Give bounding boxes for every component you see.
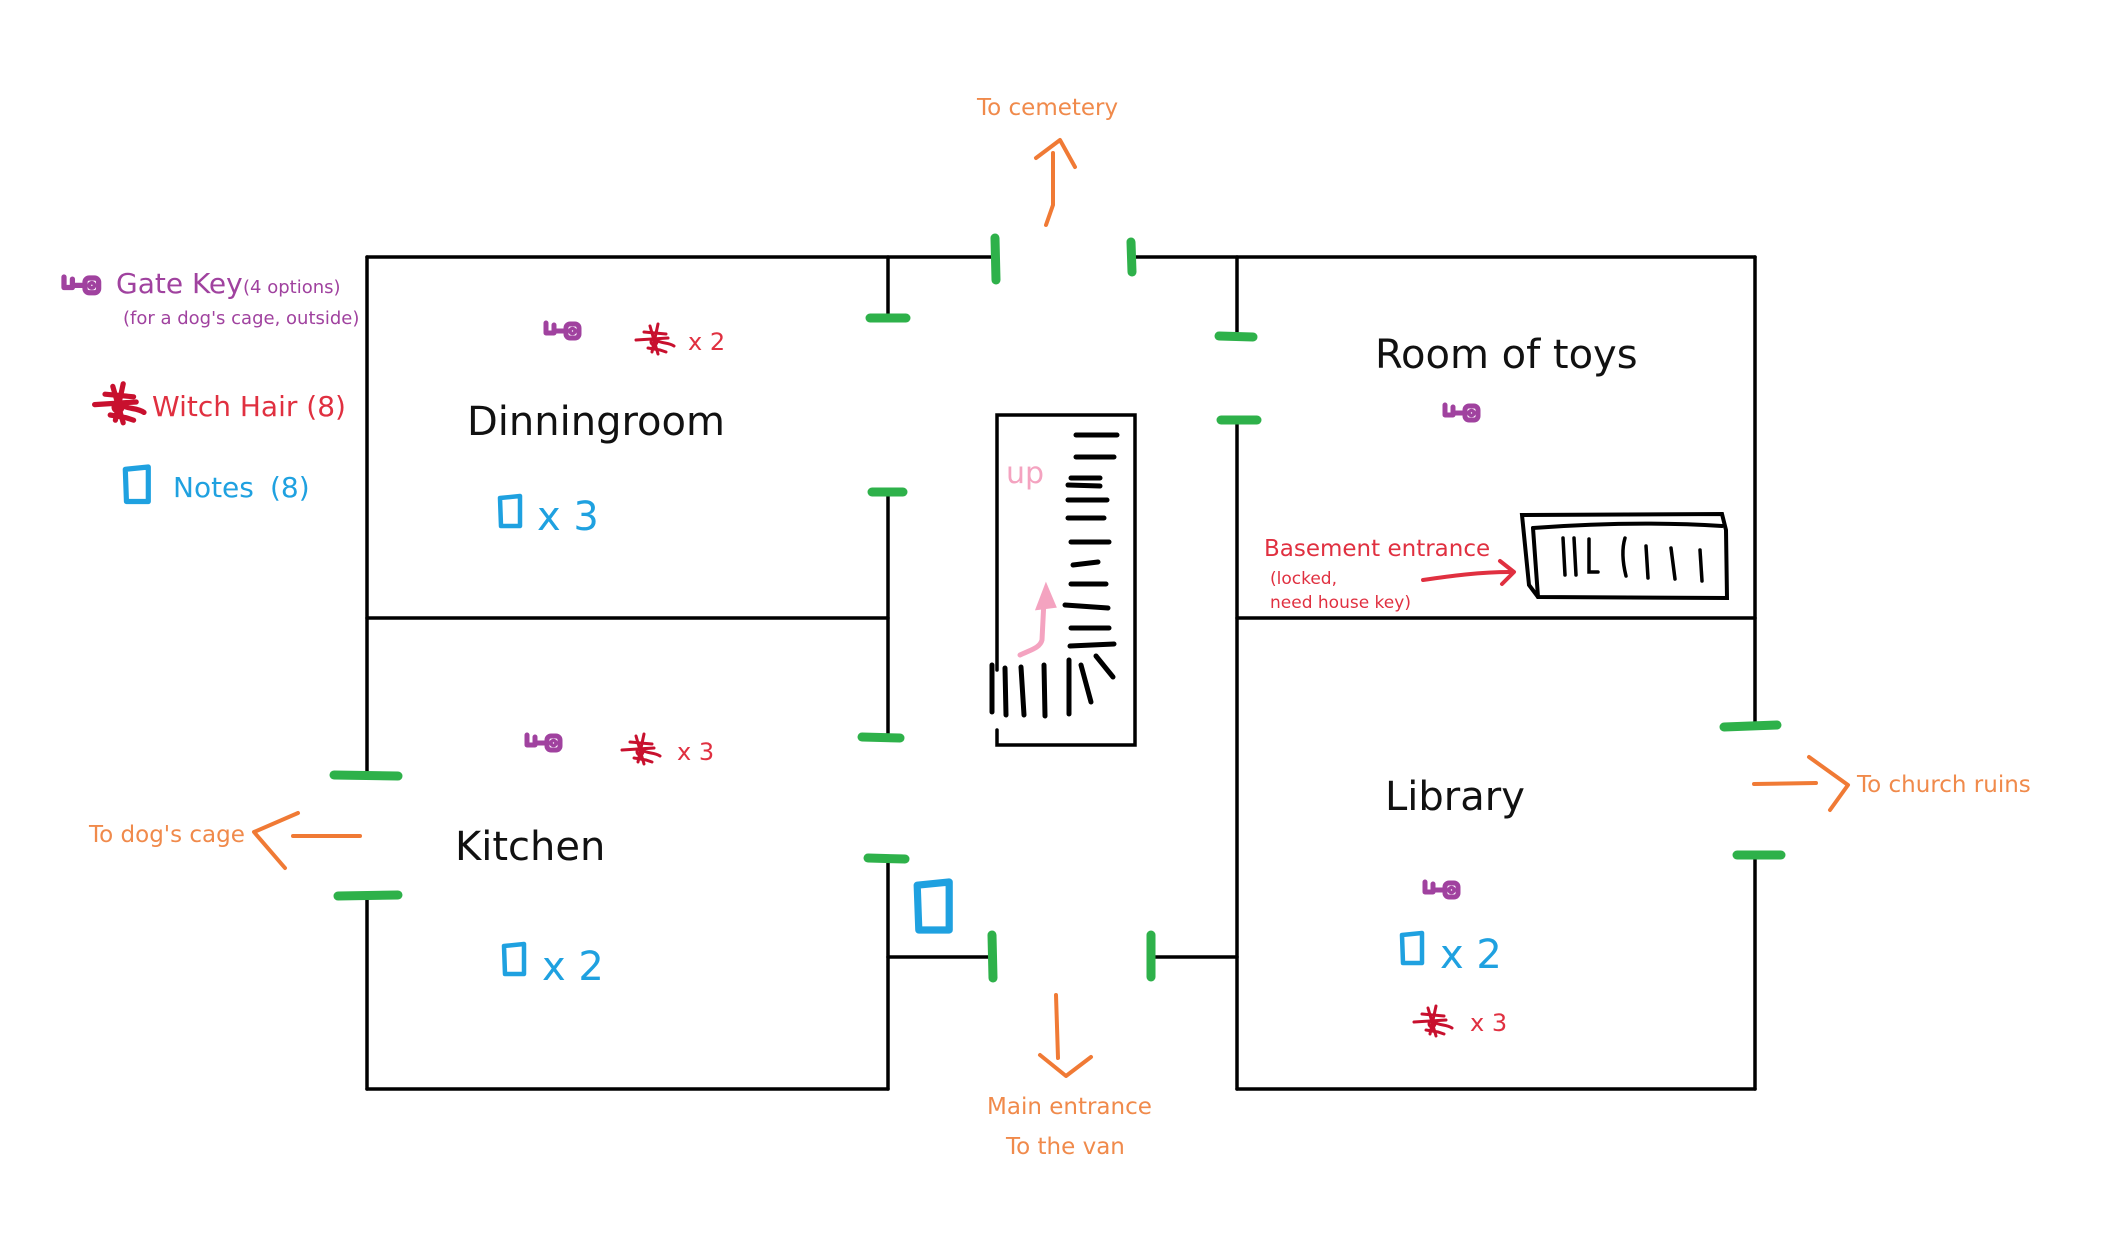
stair-steps <box>989 432 1120 719</box>
room-kitchen: Kitchen x 3 x 2 <box>455 732 714 990</box>
room-label-toys: Room of toys <box>1375 332 1638 378</box>
exit-label-to-the-van: To the van <box>1005 1134 1125 1160</box>
arrow-down-head <box>1038 1053 1093 1078</box>
room-label-dinningroom: Dinningroom <box>467 399 725 445</box>
door-kitchen-bottom <box>863 853 910 864</box>
key-icon <box>1445 405 1478 420</box>
room-label-kitchen: Kitchen <box>455 824 605 870</box>
basement-entrance-line2: need house key) <box>1270 593 1411 613</box>
arrow-left-head <box>252 811 300 870</box>
legend: Gate Key (4 options) (for a dog's cage, … <box>64 267 359 504</box>
legend-gate-key-label: Gate Key <box>116 267 243 300</box>
door-north-left <box>990 233 1001 285</box>
doors <box>329 233 1786 983</box>
door-east-top <box>1719 720 1782 732</box>
key-icon <box>546 323 579 338</box>
legend-notes-label: Notes <box>173 471 254 504</box>
stairs-outline <box>995 413 1137 747</box>
exit-east: To church ruins <box>1752 755 2031 812</box>
basement-entrance-line1: (locked, <box>1270 569 1337 589</box>
basement-arrow-icon <box>1421 559 1516 586</box>
door-toys-top <box>1214 331 1258 342</box>
arrow-right-head <box>1807 755 1850 812</box>
stairs-up-label: up <box>1006 456 1044 491</box>
exit-north: To cemetery <box>976 95 1118 227</box>
arrow-up-head <box>1034 138 1077 169</box>
witch-hair-icon <box>634 322 676 356</box>
exit-west: To dog's cage <box>88 811 362 870</box>
legend-gate-key: Gate Key (4 options) (for a dog's cage, … <box>64 267 359 329</box>
dining-notes-count: x 3 <box>537 494 599 540</box>
staircase: up <box>989 413 1137 747</box>
arrow-right-icon <box>1752 781 1818 786</box>
witch-hair-icon <box>620 732 662 766</box>
exit-label-dogs-cage: To dog's cage <box>88 822 245 848</box>
key-icon <box>64 277 99 293</box>
exit-label-church-ruins: To church ruins <box>1856 772 2031 798</box>
arrow-down-icon <box>1054 993 1060 1060</box>
room-label-library: Library <box>1385 774 1525 820</box>
library-witch-hair-count: x 3 <box>1470 1009 1507 1037</box>
key-icon <box>527 735 560 750</box>
up-arrow-icon <box>1017 581 1057 658</box>
room-dinningroom: Dinningroom x 2 x 3 <box>467 323 725 540</box>
legend-gate-key-qualifier: (4 options) <box>243 277 341 298</box>
key-icon <box>1425 882 1458 897</box>
room-of-toys: Room of toys Basement entrance (locked, … <box>1264 332 1730 613</box>
note-icon <box>1402 933 1422 963</box>
hall <box>917 882 949 930</box>
legend-notes: Notes (8) <box>125 467 310 504</box>
walls <box>365 255 1757 1091</box>
note-icon <box>500 496 520 526</box>
legend-notes-count: (8) <box>270 471 310 504</box>
exit-south: Main entrance To the van <box>987 993 1152 1160</box>
basement-entrance-title: Basement entrance <box>1264 536 1490 562</box>
library-notes-count: x 2 <box>1440 932 1502 978</box>
legend-gate-key-note: (for a dog's cage, outside) <box>123 308 359 329</box>
exit-label-main-entrance: Main entrance <box>987 1094 1152 1120</box>
room-library: Library x 2 x 3 <box>1385 774 1525 1038</box>
witch-hair-icon <box>1412 1004 1454 1038</box>
witch-hair-icon <box>95 384 144 423</box>
door-west-top <box>329 770 403 781</box>
dining-witch-hair-count: x 2 <box>688 328 725 356</box>
kitchen-witch-hair-count: x 3 <box>677 738 714 766</box>
door-south-left <box>987 930 998 983</box>
exit-label-cemetery: To cemetery <box>976 95 1118 121</box>
note-icon <box>125 467 148 502</box>
basement-hatch <box>1519 511 1730 601</box>
note-icon <box>917 882 949 930</box>
door-west-bottom <box>333 890 403 901</box>
door-kitchen-top <box>857 732 905 743</box>
legend-witch-hair: Witch Hair (8) <box>95 384 346 423</box>
arrow-up-icon <box>1044 151 1055 227</box>
kitchen-notes-count: x 2 <box>542 944 604 990</box>
legend-witch-hair-label: Witch Hair (8) <box>152 390 346 423</box>
door-north-right <box>1126 237 1137 277</box>
note-icon <box>504 944 524 974</box>
